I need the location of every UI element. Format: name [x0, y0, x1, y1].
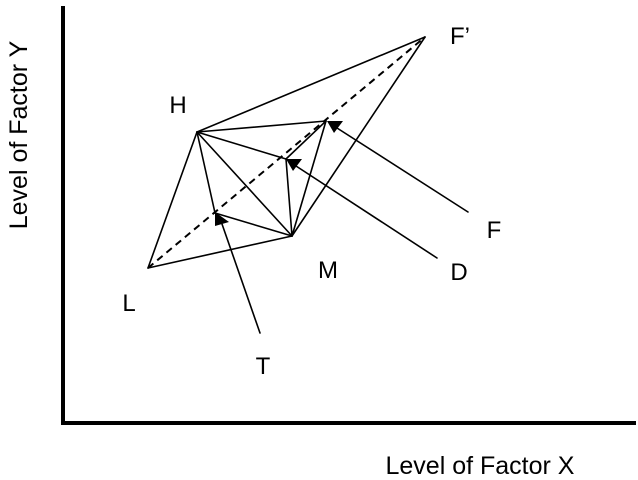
arrow-t — [215, 212, 261, 334]
edge-l-m — [147, 235, 293, 269]
point-label-h: H — [169, 92, 186, 119]
edge-d-m — [285, 158, 293, 237]
edge-h-d — [196, 131, 287, 160]
point-label-m: M — [318, 257, 338, 284]
arrow-d — [286, 159, 438, 259]
edge-h-f — [196, 120, 327, 133]
edge-m-fprime — [291, 36, 426, 237]
diagonal-dashed-line — [147, 36, 426, 269]
point-label-d: D — [450, 259, 467, 286]
edge-h-m — [196, 131, 293, 237]
edge-h-t — [196, 131, 216, 214]
x-axis-label: Level of Factor X — [386, 452, 575, 480]
edge-h-fprime — [196, 36, 426, 133]
arrow-f — [327, 121, 469, 213]
point-label-fprime: F’ — [450, 23, 470, 50]
point-label-l: L — [122, 290, 135, 317]
y-axis-label: Level of Factor Y — [5, 40, 33, 229]
edge-f-m — [291, 120, 327, 237]
point-label-f: F — [487, 217, 502, 244]
point-label-t: T — [256, 353, 271, 380]
edge-d-f — [285, 120, 327, 160]
edge-l-h — [147, 131, 198, 269]
edge-t-m — [214, 212, 293, 237]
